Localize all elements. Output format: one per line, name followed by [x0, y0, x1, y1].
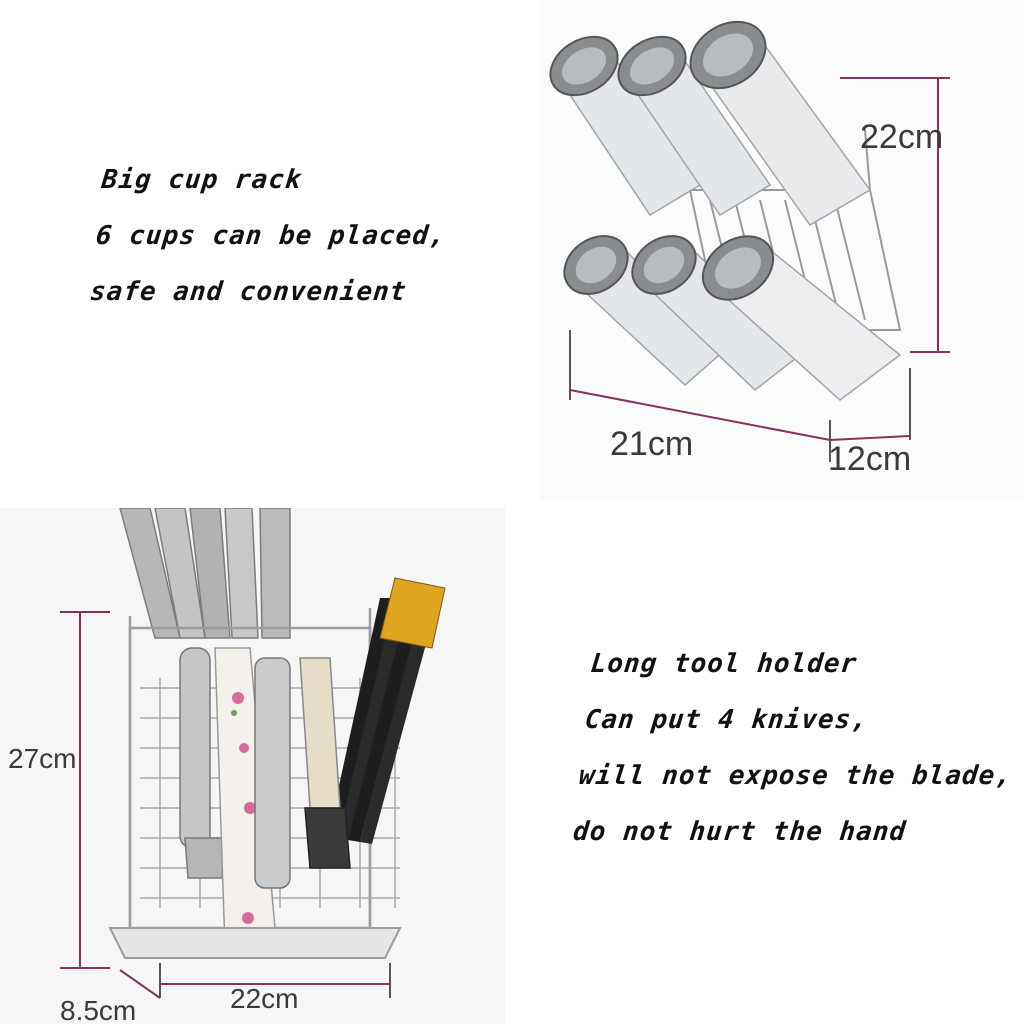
cup-rack-width-label: 21cm — [610, 425, 693, 463]
tool-holder-dimension-height — [60, 611, 110, 969]
tool-holder-width-label: 22cm — [230, 983, 298, 1014]
cup-rack-caption-line-2: 6 cups can be placed, — [94, 221, 448, 251]
knife-handles — [119, 508, 291, 639]
cup-rack-caption: Big cup rack 6 cups can be placed, safe … — [87, 152, 454, 320]
tool-holder-dimension-depth — [119, 969, 161, 999]
chopsticks — [328, 577, 446, 844]
cup-rack-photo: 22cm 21cm 12cm — [540, 0, 1024, 500]
cup-upper-2 — [617, 35, 772, 217]
tool-holder-height-label: 27cm — [8, 743, 76, 774]
cup-upper-3 — [689, 20, 872, 226]
cup-rack-caption-line-1: Big cup rack — [100, 165, 304, 195]
cup-rack-dimension-height — [840, 77, 950, 353]
cup-rack-dimension-depth — [829, 368, 911, 462]
tool-holder-depth-label: 8.5cm — [60, 995, 136, 1024]
tool-holder-caption-line-1: Long tool holder — [589, 649, 859, 679]
tool-holder-caption-line-2: Can put 4 knives, — [583, 705, 870, 735]
tool-holder-dimension-width — [159, 963, 391, 998]
tool-holder-photo: 27cm 22cm 8.5cm — [0, 508, 505, 1024]
cup-lower-2 — [631, 235, 802, 391]
drip-tray — [108, 927, 402, 959]
tool-holder-caption-line-4: do not hurt the hand — [571, 817, 908, 847]
tool-holder-caption-line-3: will not expose the blade, — [577, 761, 1014, 791]
cup-rack-dimension-width — [569, 330, 831, 441]
cup-lower-3 — [701, 235, 902, 401]
cup-rack-caption-line-3: safe and convenient — [88, 277, 409, 307]
bottle-opener — [299, 657, 351, 869]
tool-holder-caption: Long tool holder Can put 4 knives, will … — [570, 636, 1024, 860]
cup-rack-depth-label: 12cm — [828, 440, 911, 478]
cup-rack-height-label: 22cm — [860, 118, 943, 156]
spoon — [254, 657, 291, 889]
